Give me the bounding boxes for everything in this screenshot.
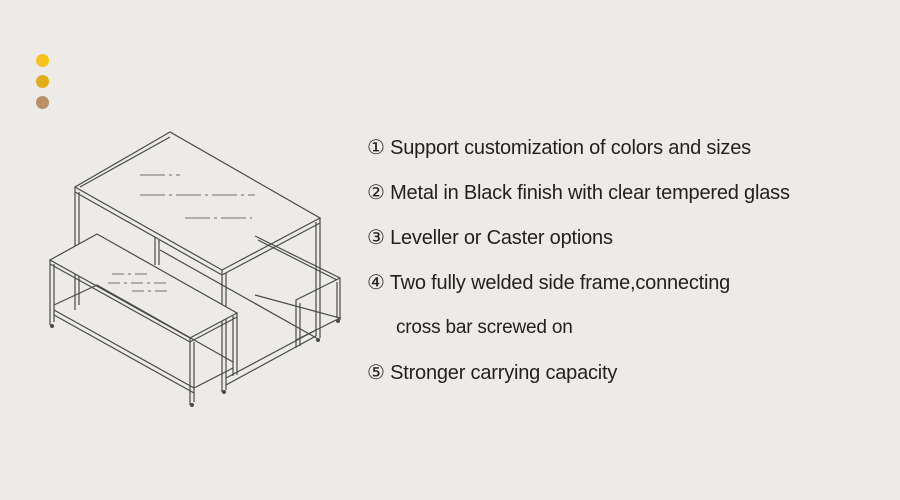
feature-item-continuation: cross bar screwed on xyxy=(396,317,573,338)
leveller-feet xyxy=(50,319,340,407)
feature-item: ② Metal in Black finish with clear tempe… xyxy=(367,182,790,204)
big-table xyxy=(73,131,322,392)
small-table xyxy=(48,233,239,405)
decor-dot-3 xyxy=(36,96,49,109)
decor-dot-1 xyxy=(36,54,49,67)
feature-item: ③ Leveller or Caster options xyxy=(367,227,613,249)
feature-item: ① Support customization of colors and si… xyxy=(367,137,751,159)
feature-item: ④ Two fully welded side frame,connecting xyxy=(367,272,731,294)
back-low-table xyxy=(254,235,342,348)
feature-item: ⑤ Stronger carrying capacity xyxy=(367,362,618,384)
decor-dot-2 xyxy=(36,75,49,88)
feature-list: ① Support customization of colors and si… xyxy=(367,134,790,404)
